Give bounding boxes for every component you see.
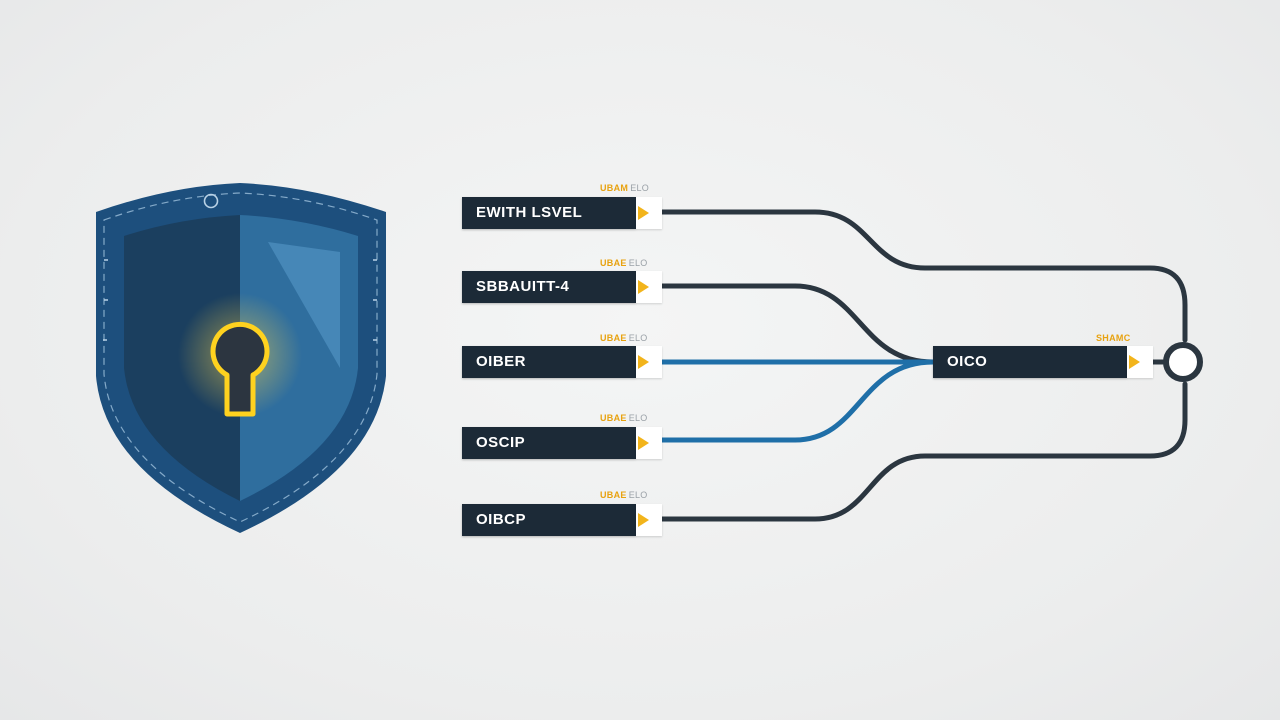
connector-4: [659, 359, 936, 443]
input-node-label: OIBER: [476, 353, 527, 370]
input-node-tag-primary: UBAM: [600, 183, 629, 193]
output-node-label: OICO: [947, 353, 988, 370]
input-node-label: EWITH LSVEL: [476, 204, 583, 221]
shield-side-marks: [103, 259, 377, 341]
input-node-2-arrow-icon: [636, 271, 662, 303]
input-node-2: SBBAUITT-4: [462, 271, 636, 303]
input-node-3-arrow-icon: [636, 346, 662, 378]
input-node-tag-primary: UBAE: [600, 333, 627, 343]
input-node-4-arrow-icon: [636, 427, 662, 459]
connector-1: [659, 209, 1188, 343]
shield-ring-icon: [203, 193, 219, 209]
output-node-tag: SHAMC: [1096, 333, 1131, 343]
input-node-label: OIBCP: [476, 511, 527, 528]
output-node: OICO: [933, 346, 1127, 378]
input-node-1-arrow-icon: [636, 197, 662, 229]
ring-terminal-icon: [1163, 342, 1203, 382]
connector-5: [659, 381, 1188, 522]
input-node-1: EWITH LSVEL: [462, 197, 636, 229]
input-node-tag-secondary: ELO: [628, 490, 648, 500]
input-node-5: OIBCP: [462, 504, 636, 536]
input-node-tag-secondary: ELO: [628, 413, 648, 423]
input-node-tag-secondary: ELO: [628, 333, 648, 343]
input-node-tag-primary: UBAE: [600, 258, 627, 268]
input-node-tag-secondary: ELO: [630, 183, 650, 193]
output-node-tag-primary: SHAMC: [1096, 333, 1131, 343]
input-node-label: SBBAUITT-4: [476, 278, 570, 295]
input-node-tag-primary: UBAE: [600, 490, 627, 500]
shield-highlight: [268, 242, 340, 368]
input-node-tag-primary: UBAE: [600, 413, 627, 423]
input-node-3: OIBER: [462, 346, 636, 378]
input-node-label: OSCIP: [476, 434, 526, 451]
input-node-4: OSCIP: [462, 427, 636, 459]
output-node-arrow-icon: [1127, 346, 1153, 378]
input-node-5-arrow-icon: [636, 504, 662, 536]
input-node-tag-secondary: ELO: [628, 258, 648, 268]
connector-2: [659, 283, 936, 365]
keyhole-icon: [210, 321, 270, 417]
